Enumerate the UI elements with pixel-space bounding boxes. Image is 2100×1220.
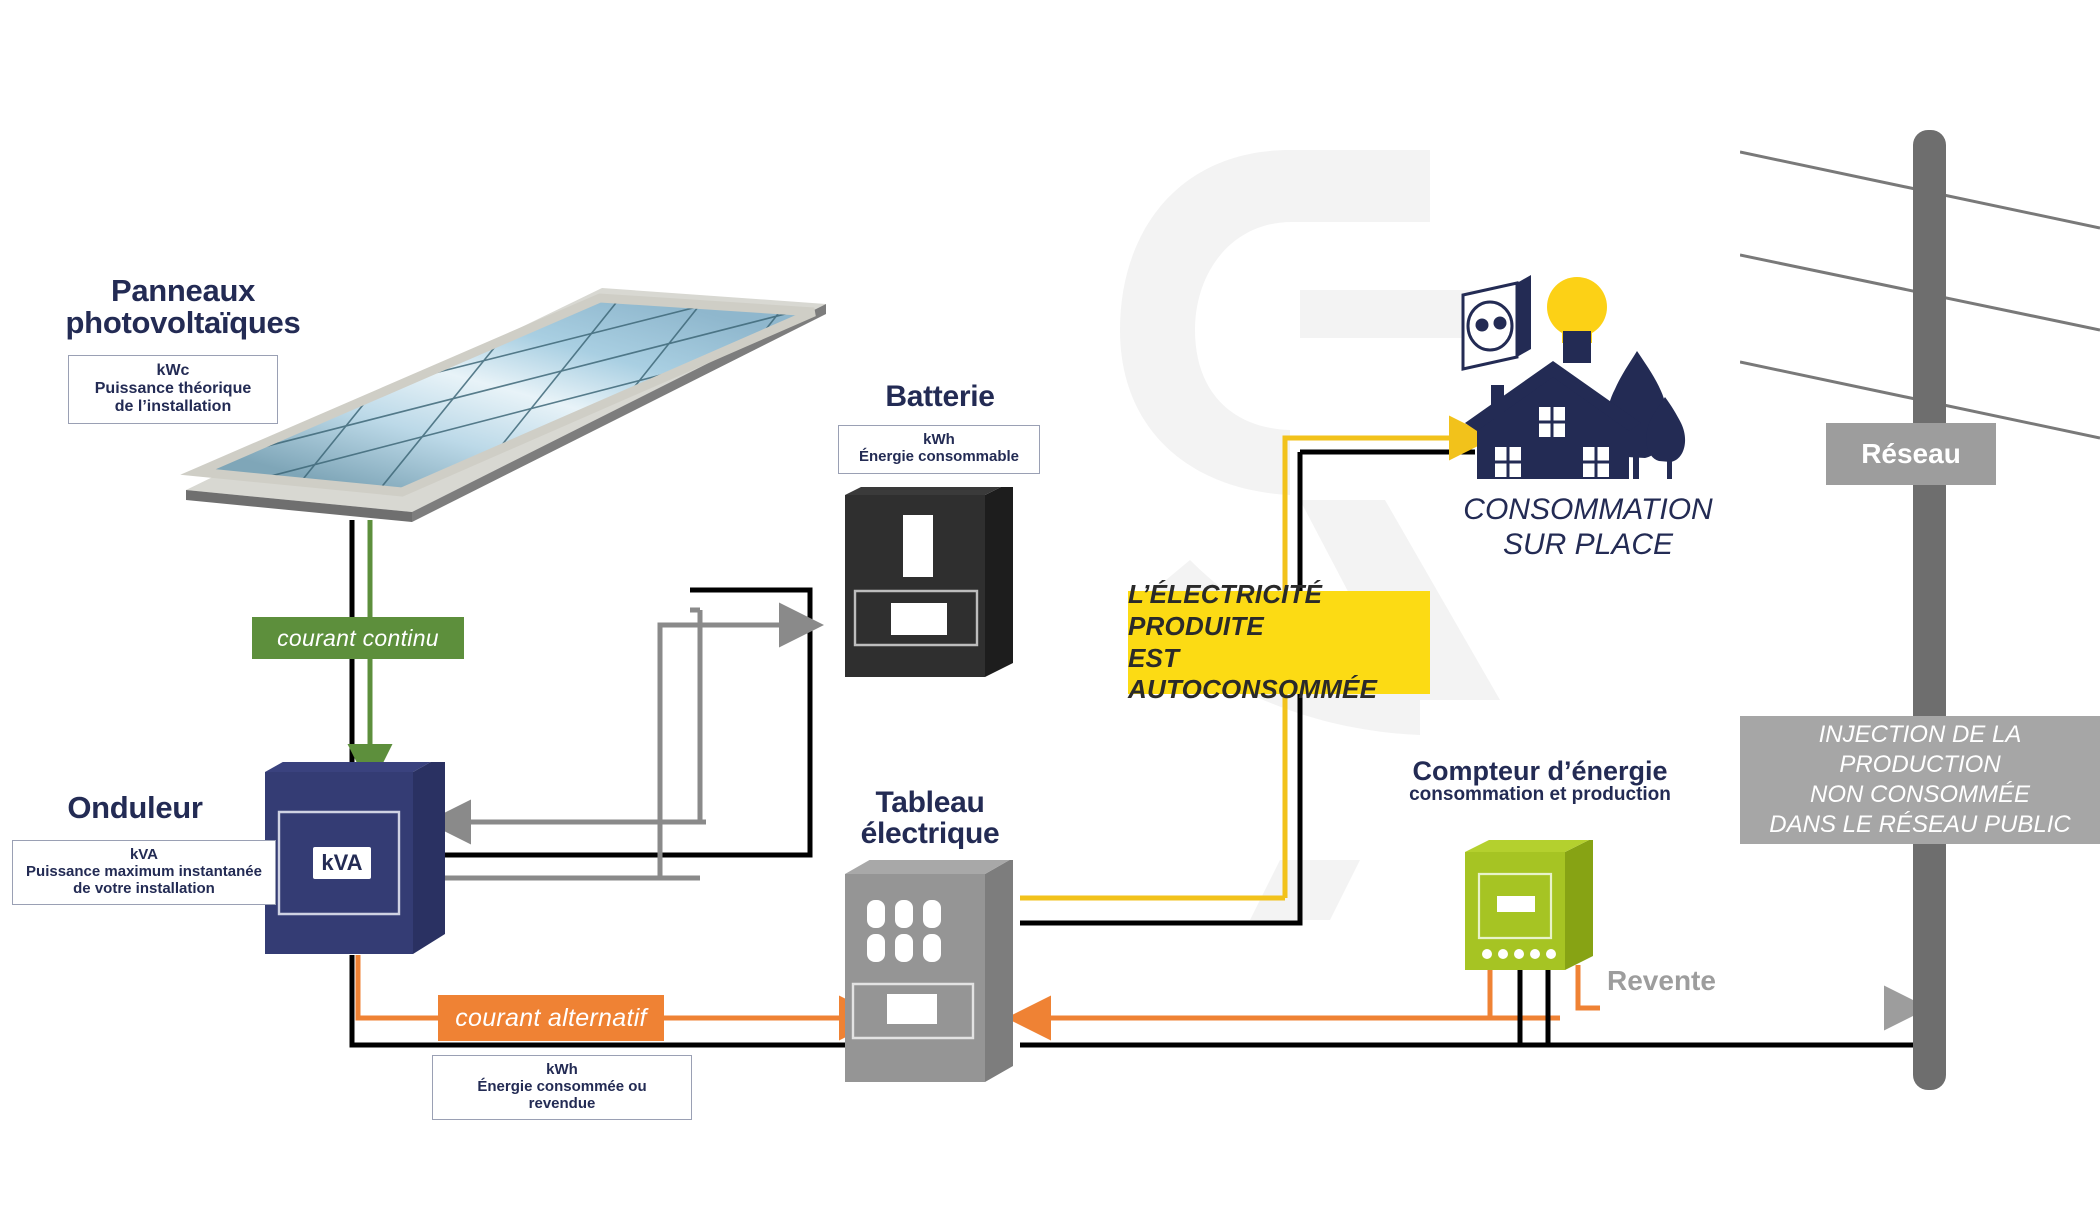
grid-note-line2: NON CONSOMMÉE bbox=[1809, 781, 2030, 808]
battery-icon bbox=[845, 487, 1013, 677]
panels-unit: kWc bbox=[156, 362, 190, 379]
energy-meter-icon bbox=[1465, 840, 1593, 970]
revente-label: Revente bbox=[1607, 965, 1716, 997]
ac-unit: kWh bbox=[546, 1061, 578, 1078]
dc-flow-text: courant continu bbox=[277, 624, 439, 651]
inverter-title-text: Onduleur bbox=[67, 790, 203, 825]
board-title: Tableau électrique bbox=[830, 786, 1030, 850]
battery-info-box: kWh Énergie consommable bbox=[838, 425, 1040, 474]
ac-flow-text: courant alternatif bbox=[455, 1003, 647, 1032]
inverter-title: Onduleur bbox=[20, 792, 250, 824]
board-title-line2: électrique bbox=[860, 816, 1000, 850]
consumption-caption: CONSOMMATION SUR PLACE bbox=[1418, 492, 1758, 563]
utility-pole-icon bbox=[1740, 130, 2100, 1090]
inverter-desc-2: de votre installation bbox=[73, 879, 215, 897]
house-icon bbox=[1465, 361, 1641, 479]
battery-unit: kWh bbox=[923, 431, 955, 448]
power-socket-icon bbox=[1461, 275, 1531, 371]
inverter-unit: kVA bbox=[129, 846, 159, 863]
inverter-kva-text: kVA bbox=[321, 850, 363, 875]
revente-text: Revente bbox=[1607, 965, 1716, 996]
meter-title: Compteur d’énergie consommation et produ… bbox=[1380, 757, 1700, 806]
panels-title-line2: photovoltaïques bbox=[65, 304, 301, 340]
consumption-line1: CONSOMMATION bbox=[1463, 493, 1713, 526]
light-bulb-icon bbox=[1547, 277, 1607, 363]
panels-title-line1: Panneaux bbox=[110, 273, 256, 308]
battery-title-text: Batterie bbox=[885, 380, 995, 413]
panels-desc-2: de l’installation bbox=[114, 397, 232, 415]
panels-info-box: kWc Puissance théorique de l’installatio… bbox=[68, 355, 278, 424]
consumption-icons bbox=[1461, 275, 1686, 479]
autoconsumption-callout: L’ÉLECTRICITÉ PRODUITE EST AUTOCONSOMMÉE bbox=[1128, 579, 1430, 704]
meter-title-text: Compteur d’énergie bbox=[1412, 756, 1668, 786]
ac-desc: Énergie consommée ou revendue bbox=[477, 1077, 647, 1112]
grid-sign: Réseau bbox=[1826, 423, 1996, 485]
battery-desc-1: Énergie consommable bbox=[858, 447, 1020, 465]
grid-injection-note: INJECTION DE LA PRODUCTION NON CONSOMMÉE… bbox=[1740, 716, 2100, 844]
ac-flow-label: courant alternatif bbox=[438, 995, 664, 1041]
panels-desc-1: Puissance théorique bbox=[94, 379, 252, 397]
battery-title: Batterie bbox=[855, 380, 1025, 413]
solar-panel-icon bbox=[180, 288, 826, 522]
inverter-desc-1: Puissance maximum instantanée bbox=[26, 862, 262, 880]
ac-info-box: kWh Énergie consommée ou revendue bbox=[432, 1055, 692, 1121]
grid-note-line1: INJECTION DE LA PRODUCTION bbox=[1818, 721, 2022, 778]
consumption-line2: SUR PLACE bbox=[1502, 528, 1674, 562]
grid-sign-text: Réseau bbox=[1861, 438, 1961, 469]
inverter-info-box: kVA Puissance maximum instantanée de vot… bbox=[12, 840, 276, 906]
inverter-icon bbox=[265, 762, 445, 954]
board-title-line1: Tableau bbox=[875, 786, 985, 819]
breaker-panel-icon bbox=[845, 860, 1013, 1082]
callout-line2: EST AUTOCONSOMMÉE bbox=[1128, 642, 1378, 705]
grid-note-line3: DANS LE RÉSEAU PUBLIC bbox=[1769, 811, 2071, 838]
callout-line1: L’ÉLECTRICITÉ PRODUITE bbox=[1128, 579, 1323, 641]
inverter-display-label: kVA bbox=[313, 847, 371, 879]
dc-flow-label: courant continu bbox=[252, 617, 464, 659]
meter-subtitle-text: consommation et production bbox=[1409, 784, 1671, 806]
panels-title: Panneaux photovoltaïques bbox=[58, 275, 308, 338]
